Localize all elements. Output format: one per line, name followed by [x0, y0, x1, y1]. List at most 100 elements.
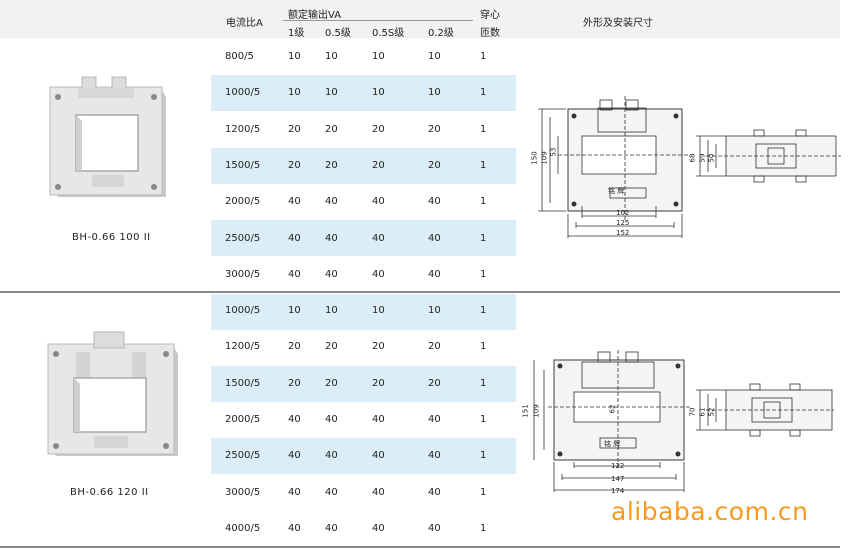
class02-cell: 10: [428, 305, 441, 316]
class02-cell: 40: [428, 450, 441, 461]
row-stripe: [211, 220, 516, 256]
class05s-cell: 20: [372, 341, 385, 352]
turns-cell: 1: [480, 51, 487, 62]
class1-cell: 40: [288, 523, 301, 534]
class1-cell: 40: [288, 487, 301, 498]
class05s-cell: 40: [372, 450, 385, 461]
ratio-cell: 2000/5: [225, 414, 261, 425]
turns-cell: 1: [480, 523, 487, 534]
dim-w-inner: 122: [611, 462, 625, 470]
class05s-cell: 20: [372, 124, 385, 135]
class1-cell: 10: [288, 51, 301, 62]
front-view-drawing-120: [533, 350, 690, 492]
class1-cell: 40: [288, 269, 301, 280]
ratio-cell: 2500/5: [225, 450, 261, 461]
class05-cell: 10: [325, 51, 338, 62]
ratio-cell: 4000/5: [225, 523, 261, 534]
class05-cell: 10: [325, 87, 338, 98]
class05-cell: 20: [325, 378, 338, 389]
ratio-cell: 1500/5: [225, 160, 261, 171]
class02-cell: 40: [428, 269, 441, 280]
nameplate-label: 铭 牌: [608, 187, 625, 195]
class05-cell: 40: [325, 523, 338, 534]
class02-cell: 10: [428, 51, 441, 62]
class05-cell: 40: [325, 414, 338, 425]
model-label-120: BH-0.66 120 II: [70, 487, 149, 498]
turns-cell: 1: [480, 450, 487, 461]
class05s-cell: 40: [372, 487, 385, 498]
class05-cell: 40: [325, 450, 338, 461]
row-stripe: [211, 148, 516, 184]
header-class-05s: 0.5S级: [372, 28, 405, 39]
table-header-bar: [0, 0, 840, 38]
row-stripe: [211, 438, 516, 474]
class1-cell: 40: [288, 450, 301, 461]
turns-cell: 1: [480, 341, 487, 352]
class05-cell: 10: [325, 305, 338, 316]
side-view-drawing-120: [696, 383, 834, 437]
nameplate-label: 铭 牌: [604, 440, 621, 448]
class02-cell: 20: [428, 341, 441, 352]
class02-cell: 10: [428, 87, 441, 98]
ratio-cell: 1000/5: [225, 305, 261, 316]
header-dimensions: 外形及安装尺寸: [583, 18, 653, 29]
class02-cell: 20: [428, 160, 441, 171]
front-view-drawing-100: [538, 96, 688, 238]
turns-cell: 1: [480, 87, 487, 98]
dim-h-inner: 53: [549, 147, 558, 157]
dim-w-outer: 174: [611, 487, 625, 495]
class1-cell: 20: [288, 124, 301, 135]
class05s-cell: 40: [372, 196, 385, 207]
turns-cell: 1: [480, 378, 487, 389]
class02-cell: 40: [428, 414, 441, 425]
ratio-cell: 1200/5: [225, 341, 261, 352]
product-photo-100: [49, 76, 166, 197]
class05-cell: 40: [325, 233, 338, 244]
side-dim-h-inner: 52: [707, 407, 716, 417]
class05s-cell: 10: [372, 87, 385, 98]
dim-w-mid: 147: [611, 475, 625, 483]
class1-cell: 20: [288, 160, 301, 171]
ratio-cell: 1200/5: [225, 124, 261, 135]
row-stripe: [211, 294, 516, 330]
section-separator: [0, 291, 840, 293]
class1-cell: 40: [288, 233, 301, 244]
dim-h-mid: 109: [532, 404, 541, 418]
section-separator: [0, 546, 840, 548]
header-through-turns-2: 匝数: [480, 28, 500, 39]
dim-h-inner: 62: [608, 404, 617, 414]
watermark: alibaba.com.cn: [611, 497, 809, 526]
header-class-05: 0.5级: [325, 28, 351, 39]
class1-cell: 10: [288, 305, 301, 316]
dim-w-mid: 125: [616, 219, 630, 227]
product-photo-120: [47, 331, 178, 456]
turns-cell: 1: [480, 124, 487, 135]
ratio-cell: 3000/5: [225, 487, 261, 498]
class02-cell: 20: [428, 378, 441, 389]
turns-cell: 1: [480, 269, 487, 280]
turns-cell: 1: [480, 305, 487, 316]
ratio-cell: 2000/5: [225, 196, 261, 207]
class05s-cell: 20: [372, 160, 385, 171]
header-through-turns-1: 穿心: [480, 10, 500, 21]
side-dim-h-inner: 50: [707, 153, 716, 163]
class1-cell: 20: [288, 378, 301, 389]
header-divider: [283, 20, 473, 21]
side-view-drawing-100: [696, 129, 841, 183]
class02-cell: 40: [428, 196, 441, 207]
class05-cell: 40: [325, 487, 338, 498]
ratio-cell: 2500/5: [225, 233, 261, 244]
header-ratio: 电流比A: [226, 18, 263, 29]
class1-cell: 20: [288, 341, 301, 352]
row-stripe: [211, 75, 516, 111]
class02-cell: 40: [428, 233, 441, 244]
class05-cell: 20: [325, 124, 338, 135]
class1-cell: 10: [288, 87, 301, 98]
class02-cell: 40: [428, 487, 441, 498]
class05-cell: 40: [325, 269, 338, 280]
class02-cell: 40: [428, 523, 441, 534]
class1-cell: 40: [288, 196, 301, 207]
class05-cell: 20: [325, 160, 338, 171]
turns-cell: 1: [480, 160, 487, 171]
class05s-cell: 40: [372, 414, 385, 425]
